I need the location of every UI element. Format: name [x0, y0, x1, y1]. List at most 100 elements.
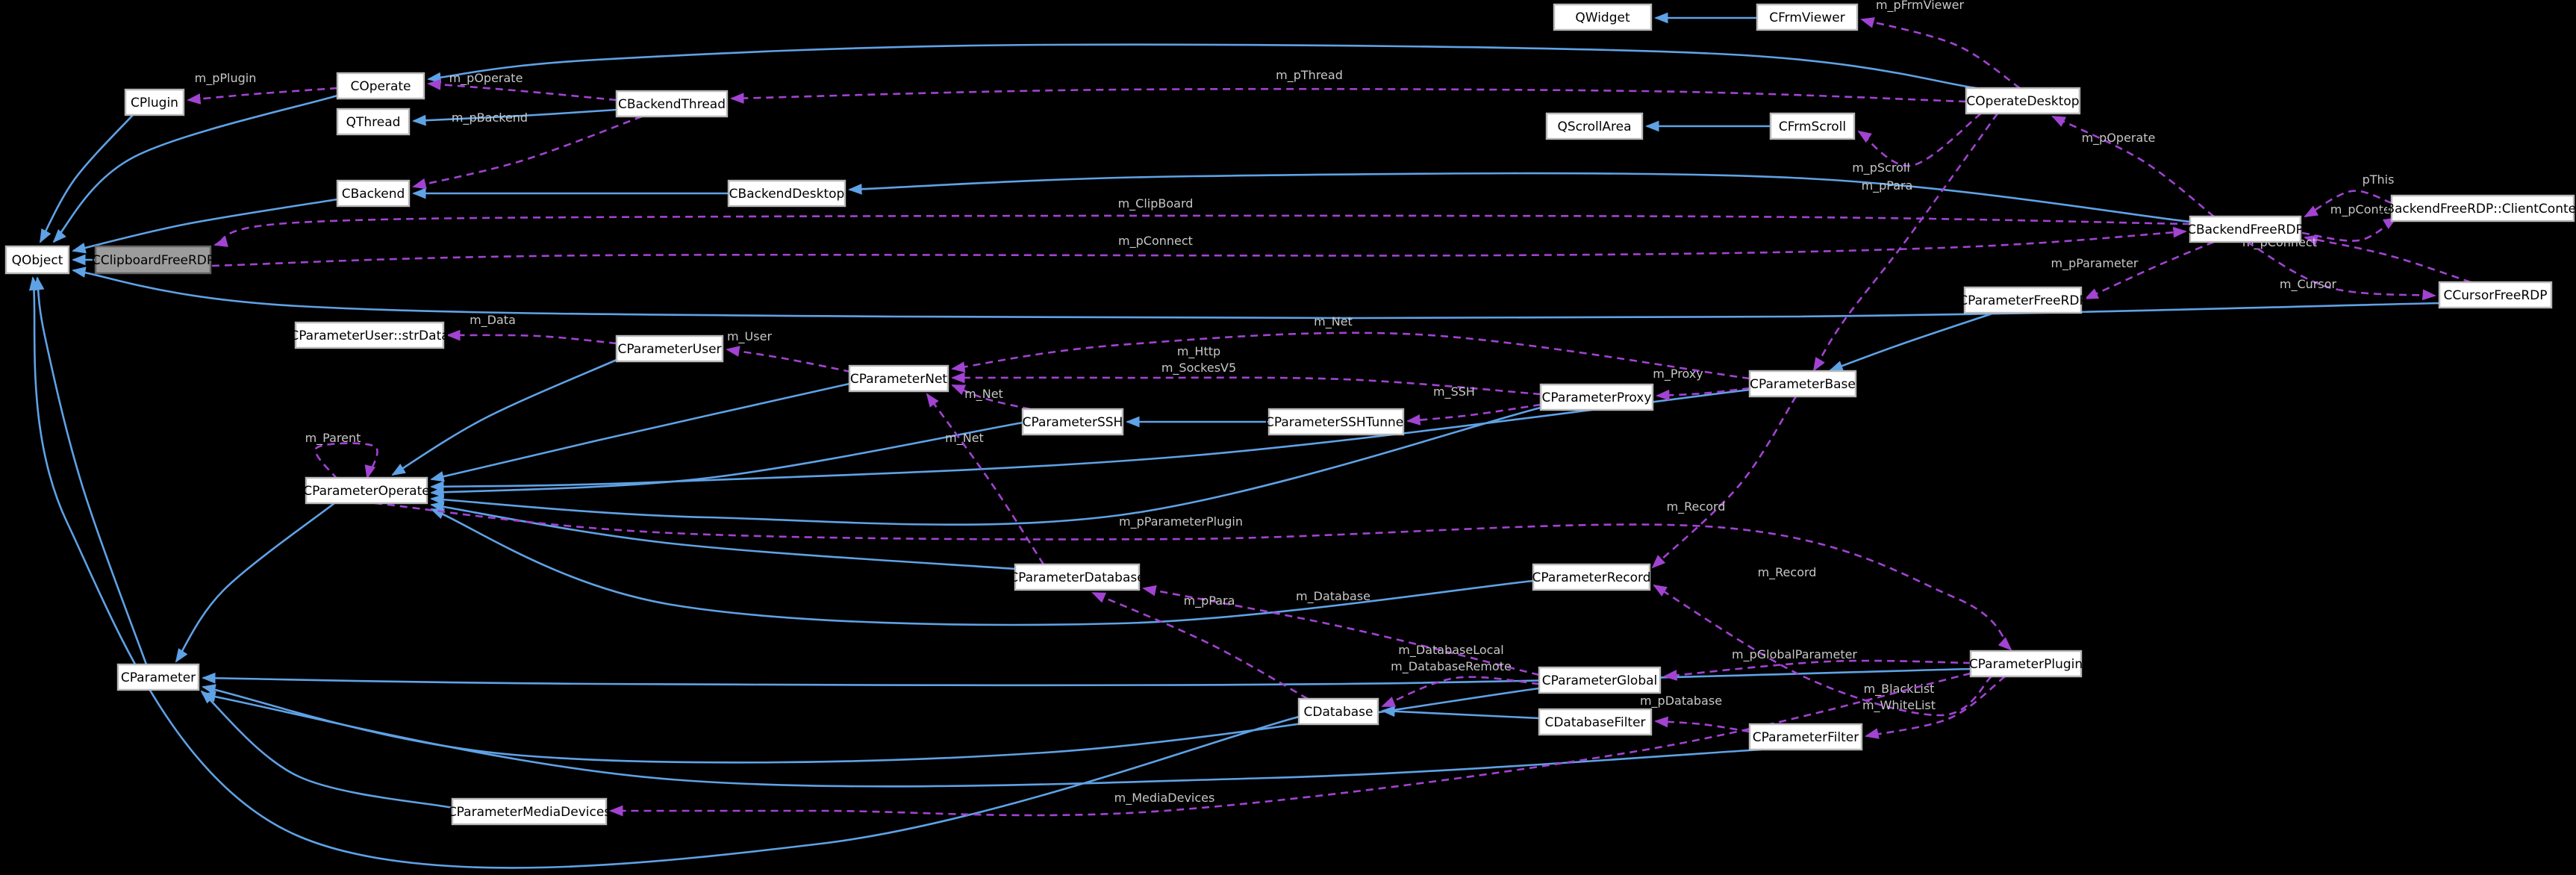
node-label-COperate[interactable]: COperate [350, 79, 411, 94]
edge-label-CBackendThread-COperate: m_pOperate [449, 71, 523, 86]
edge-ClientContext-CBackendFreeRDP [2304, 190, 2392, 218]
edge-label-CParameterPlugin-CParameterRecord: m_Record [1758, 565, 1817, 580]
node-CPlugin[interactable] [124, 88, 185, 116]
node-CParameterFilter[interactable] [1748, 723, 1863, 751]
edge-CParameter-QObject [33, 276, 148, 665]
edge-CDatabase-CParameterDatabase [1091, 591, 1309, 700]
node-label-CBackend[interactable]: CBackend [342, 187, 405, 202]
edge-CParameterBase-CParameterProxy [1656, 387, 1750, 401]
node-label-CFrmScroll[interactable]: CFrmScroll [1779, 119, 1846, 134]
node-QScrollArea[interactable] [1545, 112, 1644, 140]
node-label-CParameterDatabase[interactable]: CParameterDatabase [1009, 570, 1144, 585]
node-CBackendDesktop[interactable] [727, 179, 846, 208]
node-CCursorFreeRDP[interactable] [2438, 281, 2553, 309]
node-label-CParameterUser[interactable]: CParameterUser [617, 342, 721, 357]
node-CParameterUser[interactable] [615, 334, 724, 363]
node-ClientContext[interactable] [2390, 194, 2575, 222]
node-label-CParameterMediaDevices[interactable]: CParameterMediaDevices [448, 805, 611, 820]
edge-label-CBackendFreeRDP-COperateDesktop: m_pOperate [2082, 131, 2156, 146]
node-label-CDatabaseFilter[interactable]: CDatabaseFilter [1544, 715, 1645, 730]
node-label-QObject[interactable]: QObject [12, 253, 63, 268]
node-CParameterNet[interactable] [848, 364, 949, 393]
node-CDatabase[interactable] [1297, 697, 1379, 726]
node-label-ClientContext[interactable]: CBackendFreeRDP::ClientContext [2377, 202, 2576, 217]
node-label-QThread[interactable]: QThread [346, 115, 401, 130]
node-CParameterRecord[interactable] [1532, 563, 1651, 591]
node-CParameterFreeRDP[interactable] [1963, 286, 2083, 314]
node-label-CPlugin[interactable]: CPlugin [131, 96, 178, 110]
edge-COperateDesktop-CFrmScroll [1857, 112, 1982, 167]
node-label-CParameterFreeRDP[interactable]: CParameterFreeRDP [1959, 293, 2087, 308]
node-CParameterDatabase[interactable] [1014, 563, 1141, 591]
edge-label-CParameterUser-strData: m_Data [470, 313, 516, 328]
node-CBackendThread[interactable] [615, 90, 729, 118]
node-label-COperateDesktop[interactable]: COperateDesktop [1966, 94, 2079, 109]
node-QThread[interactable] [336, 108, 411, 136]
edge-CBackend-QObject [72, 198, 338, 254]
node-CFrmScroll[interactable] [1769, 112, 1856, 140]
node-CParameterBase[interactable] [1748, 370, 1857, 398]
node-CBackendFreeRDP[interactable] [2189, 215, 2302, 243]
edge-CParameterGlobal-CParameterDatabase [1142, 585, 1540, 676]
edge-CParameterPlugin-CParameter [202, 667, 1971, 687]
edge-label-CBackendThread-CBackend: m_pBackend [452, 110, 528, 125]
node-CParameter[interactable] [116, 663, 200, 691]
node-CParameterMediaDevices[interactable] [451, 797, 608, 826]
node-label-CParameterOperate[interactable]: CParameterOperate [303, 484, 429, 499]
node-CParameterSSHTunnel[interactable] [1267, 408, 1405, 436]
edge-label-CDatabase-CParameterDatabase: m_pPara [1184, 594, 1235, 608]
node-label-CParameterSSH[interactable]: CParameterSSH [1023, 415, 1123, 430]
node-label-QWidget[interactable]: QWidget [1575, 10, 1630, 25]
node-QWidget[interactable] [1553, 3, 1653, 31]
node-label-QScrollArea[interactable]: QScrollArea [1557, 119, 1631, 134]
edge-CParameterDatabase-CParameterNet [926, 393, 1045, 565]
edge-CBackendFreeRDP-CBackendDesktop [848, 172, 2191, 223]
edge-label-COperateDesktop-CBackendThread: m_pThread [1276, 68, 1343, 83]
node-label-CParameterBase[interactable]: CParameterBase [1750, 377, 1856, 392]
edge-COperate-CPlugin [187, 87, 338, 105]
node-CDatabaseFilter[interactable] [1538, 708, 1653, 736]
edge-CParameterGlobal-CDatabase [1381, 676, 1540, 708]
node-label-CParameterNet[interactable]: CParameterNet [850, 372, 947, 387]
edge-CBackendFreeRDP-CParameterFreeRDP [2084, 240, 2215, 300]
node-label-CFrmViewer[interactable]: CFrmViewer [1769, 10, 1844, 25]
node-label-CParameter[interactable]: CParameter [121, 670, 196, 685]
edge-label-CParameterFilter-CDatabaseFilter: m_pDatabase [1640, 694, 1722, 709]
node-label-CParameterPlugin[interactable]: CParameterPlugin [1969, 657, 2083, 672]
edge-label-CParameterPlugin-CParameterFilter-1: m_WhiteList [1862, 698, 1936, 713]
edge-CPlugin-QObject [39, 114, 134, 243]
node-CParameterSSH[interactable] [1021, 408, 1124, 436]
node-CBackend[interactable] [336, 179, 411, 208]
node-label-CParameterSSHTunnel[interactable]: CParameterSSHTunnel [1265, 415, 1407, 430]
node-label-CBackendThread[interactable]: CBackendThread [618, 97, 726, 112]
edge-CParameterMediaDevices-CParameter [200, 690, 453, 809]
edge-CBackendThread-QThread [412, 108, 617, 126]
node-CParameterGlobal[interactable] [1538, 666, 1662, 694]
edge-label-CParameterPlugin-CParameterMediaDevices: m_MediaDevices [1114, 791, 1215, 806]
node-CClipboardFreeRDP[interactable] [94, 245, 212, 275]
node-COperateDesktop[interactable] [1965, 87, 2081, 115]
node-label-CParameterRecord[interactable]: CParameterRecord [1532, 570, 1650, 585]
node-COperate[interactable] [336, 72, 425, 100]
edge-label-CParameterNet-CParameterUser: m_User [727, 329, 772, 344]
edge-CParameterPlugin-CParameterFilter [1865, 675, 2006, 739]
node-CParameterOperate[interactable] [305, 476, 428, 505]
node-CParameterProxy[interactable] [1539, 383, 1654, 411]
node-label-CClipboardFreeRDP[interactable]: CClipboardFreeRDP [92, 253, 214, 268]
node-label-CParameterProxy[interactable]: CParameterProxy [1542, 390, 1652, 405]
node-QObject[interactable] [4, 245, 70, 275]
node-label-strData[interactable]: CParameterUser::strData [290, 328, 449, 343]
node-label-CParameterGlobal[interactable]: CParameterGlobal [1542, 673, 1658, 688]
edge-CParameterUser-CParameterOperate [391, 358, 617, 476]
node-CParameterPlugin[interactable] [1969, 650, 2083, 678]
node-label-CBackendDesktop[interactable]: CBackendDesktop [729, 187, 845, 202]
edge-CParameterBase-CParameterNet [951, 331, 1750, 380]
node-label-CParameterFilter[interactable]: CParameterFilter [1753, 730, 1859, 745]
node-label-CCursorFreeRDP[interactable]: CCursorFreeRDP [2444, 288, 2548, 303]
node-label-CBackendFreeRDP[interactable]: CBackendFreeRDP [2187, 222, 2304, 237]
edge-COperateDesktop-CFrmViewer [1860, 17, 2021, 90]
node-label-CDatabase[interactable]: CDatabase [1304, 705, 1373, 720]
node-strData[interactable] [294, 321, 445, 349]
node-CFrmViewer[interactable] [1756, 3, 1859, 31]
edge-label-CParameterGlobal-CParameterDatabase: m_Database [1296, 589, 1370, 604]
